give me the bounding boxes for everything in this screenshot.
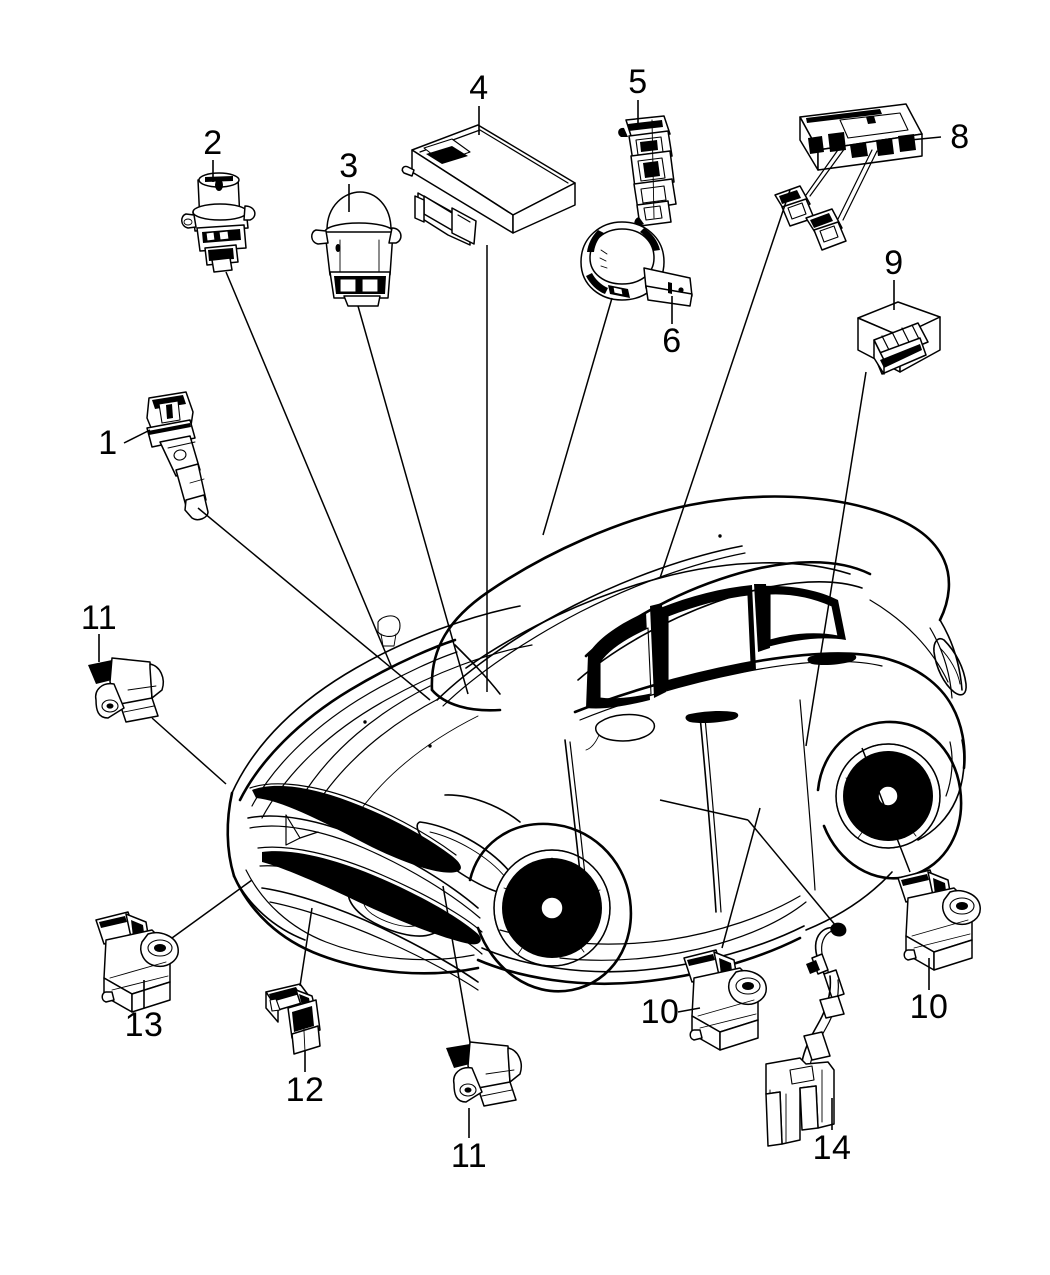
- leader-11a-to-car: [151, 717, 227, 785]
- part-13-pressure-sensor: [95, 911, 179, 1013]
- leader-10a-label: [677, 1007, 701, 1013]
- callout-number-2: 2: [203, 124, 223, 162]
- part-3-humidity-dome-sensor: [311, 191, 402, 307]
- callout-number-6: 6: [662, 322, 682, 360]
- part-6-steering-angle-sensor: [580, 221, 693, 307]
- part-12-connector-clip: [265, 983, 321, 1055]
- leader-13-to-car: [171, 879, 253, 939]
- part-8-antenna-module: [774, 103, 923, 251]
- leader-12-to-car: [299, 907, 313, 987]
- leader-3-to-car: [357, 305, 469, 695]
- part-14-seat-belt-buckle-switch: [765, 922, 847, 1147]
- part-1-ambient-temperature-sensor: [146, 391, 209, 521]
- leader-11b-to-car: [442, 885, 471, 1043]
- callout-number-11-lower: 11: [450, 1137, 488, 1175]
- leader-14-to-car2: [659, 799, 749, 821]
- vehicle-illustration: [226, 495, 967, 993]
- part-9-connector-block: [857, 301, 941, 375]
- leader-lines: [98, 100, 942, 1138]
- callout-number-9: 9: [884, 244, 904, 282]
- leader-10a-to-car: [721, 807, 761, 949]
- callout-number-13: 13: [124, 1006, 164, 1044]
- callout-number-14: 14: [812, 1129, 852, 1167]
- part-5-rain-sensor-bracket: [618, 115, 677, 227]
- leader-10b-to-car: [861, 747, 911, 873]
- callout-number-1: 1: [98, 424, 118, 462]
- part-2-sun-load-sensor: [181, 172, 256, 273]
- callout-number-12: 12: [285, 1071, 325, 1109]
- leader-1-label: [123, 429, 151, 444]
- callout-number-8: 8: [950, 118, 970, 156]
- leader-2-to-car: [225, 271, 393, 669]
- callout-number-10-right: 10: [909, 988, 949, 1026]
- callout-number-10-left: 10: [640, 993, 680, 1031]
- callout-number-4: 4: [469, 69, 489, 107]
- callout-number-3: 3: [339, 147, 359, 185]
- part-10-impact-sensor-right: [897, 869, 981, 971]
- callout-number-5: 5: [628, 63, 648, 101]
- leader-6-to-car: [542, 297, 613, 536]
- leader-9-to-car: [805, 371, 867, 747]
- part-11-front-impact-sensor-bottom: [446, 1041, 522, 1107]
- leader-1-to-car: [197, 507, 431, 701]
- part-4-control-module: [401, 124, 576, 246]
- leader-8-label: [909, 136, 942, 141]
- callout-number-11-upper: 11: [80, 599, 118, 637]
- part-11-front-impact-sensor-left: [88, 657, 164, 723]
- part-10-impact-sensor-left: [683, 949, 767, 1051]
- leader-8-to-car: [659, 189, 791, 579]
- leader-14-to-car: [747, 819, 837, 927]
